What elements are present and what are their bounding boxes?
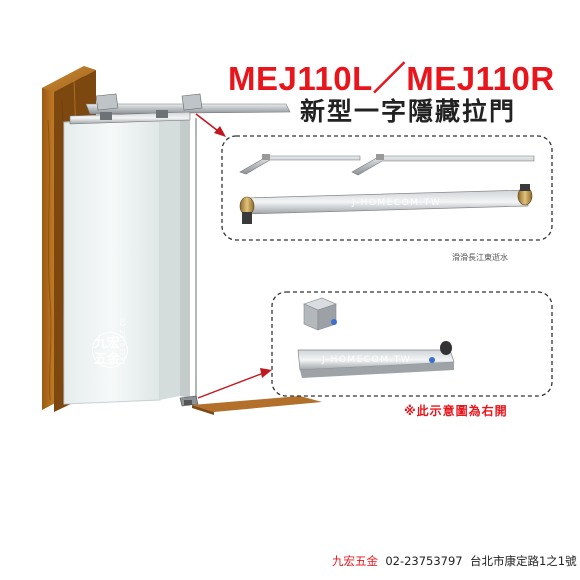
glass-door-panel <box>63 114 190 405</box>
bottom-detail-rail <box>297 341 455 378</box>
top-detail-box <box>221 135 553 241</box>
footer-address: 台北市康定路1之1號 <box>469 554 577 568</box>
top-detail-caption: 滑滑長江東逝水 <box>452 253 508 262</box>
top-detail-arms <box>239 154 535 176</box>
product-model-title: MEJ110L／MEJ110R <box>228 60 555 97</box>
bottom-detail-block <box>303 297 337 331</box>
bottom-detail-watermark: J-HOMECOM.TW <box>321 355 411 365</box>
footer-contact: 九宏五金 02-23753797 台北市康定路1之1號 <box>332 553 577 569</box>
right-open-note: ※此示意圖為右開 <box>404 404 508 418</box>
top-track-assembly <box>69 93 291 125</box>
floor-board <box>192 396 322 412</box>
watermark-logo-circle <box>92 332 128 368</box>
top-detail-watermark: J-HOMECOM.TW <box>351 198 441 208</box>
product-subtitle: 新型一字隱藏拉門 <box>300 97 517 126</box>
footer-phone: 02-23753797 <box>385 554 463 568</box>
arrow-to-top-detail <box>195 113 226 137</box>
arrow-to-bottom-detail <box>197 368 272 399</box>
side-watermark: 九宏 五金 02-23753797 <box>70 318 150 382</box>
bottom-pivot <box>179 395 199 407</box>
top-detail-rail <box>239 184 533 224</box>
footer-brand: 九宏五金 <box>332 554 378 568</box>
watermark-phone: 02-23753797 <box>118 318 126 366</box>
bottom-detail-box <box>271 291 553 397</box>
watermark-logo-line2: 五金 <box>94 352 121 367</box>
watermark-logo-line1: 九宏 <box>94 336 121 351</box>
